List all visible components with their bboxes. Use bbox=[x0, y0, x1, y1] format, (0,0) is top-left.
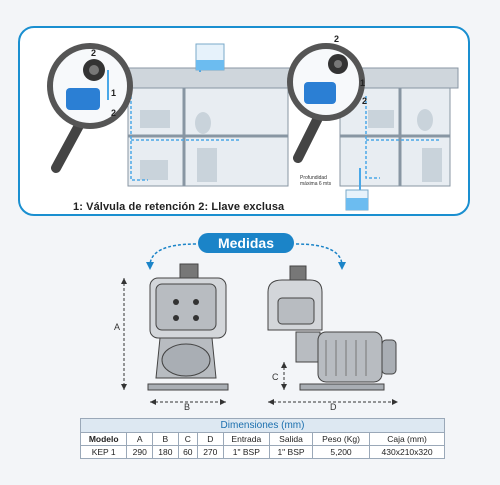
callout-right-2a: 2 bbox=[334, 34, 339, 44]
toilet-icon bbox=[417, 109, 433, 131]
left-house: 2 1 2 bbox=[47, 43, 301, 187]
cell-salida: 1" BSP bbox=[269, 445, 313, 459]
cell-caja: 430x210x320 bbox=[369, 445, 445, 459]
washer-icon bbox=[197, 148, 217, 182]
installation-legend: 1: Válvula de retención 2: Llave exclusa bbox=[73, 201, 285, 213]
header-caja: Caja (mm) bbox=[369, 432, 445, 446]
medidas-arrow-left bbox=[149, 243, 197, 267]
header-c: C bbox=[177, 432, 198, 446]
cell-modelo: KEP 1 bbox=[79, 445, 128, 459]
medidas-arrow-right bbox=[295, 243, 343, 267]
dimension-d-label: D bbox=[330, 402, 337, 412]
cell-b: 180 bbox=[152, 445, 179, 459]
sink-icon bbox=[140, 160, 168, 180]
dimension-a-label: A bbox=[114, 322, 120, 332]
header-modelo: Modelo bbox=[79, 432, 128, 446]
cell-d: 270 bbox=[196, 445, 224, 459]
callout-right-1: 1 bbox=[360, 78, 365, 88]
deep-well-note-line2: máxima 6 mts bbox=[300, 181, 332, 187]
table-title-row: Dimensiones (mm) bbox=[80, 418, 445, 433]
dimensions-table: Dimensiones (mm) Modelo A B C D Entrada … bbox=[79, 418, 445, 459]
deep-well-note: Profundidad máxima 6 mts bbox=[300, 175, 331, 187]
header-d: D bbox=[196, 432, 224, 446]
washer-icon bbox=[422, 148, 442, 182]
magnifier-handle-icon bbox=[293, 113, 323, 163]
right-house: 2 1 2 bbox=[287, 34, 459, 211]
table-title: Dimensiones (mm) bbox=[80, 418, 445, 433]
dimension-b-label: B bbox=[184, 402, 190, 412]
callout-left-2b: 2 bbox=[111, 108, 116, 118]
pump-front-view bbox=[147, 263, 229, 391]
pump-icon bbox=[304, 82, 336, 104]
header-peso: Peso (Kg) bbox=[311, 432, 371, 446]
magnifier-handle-icon bbox=[51, 115, 87, 173]
header-a: A bbox=[126, 432, 154, 446]
cell-peso: 5,200 bbox=[311, 445, 371, 459]
dimension-c-label: C bbox=[272, 372, 279, 382]
callout-right-2b: 2 bbox=[362, 96, 367, 106]
deep-well-note-line1: Profundidad bbox=[300, 175, 327, 181]
callout-left-2a: 2 bbox=[91, 48, 96, 58]
table-row: KEP 1 290 180 60 270 1" BSP 1" BSP 5,200… bbox=[79, 445, 445, 459]
toilet-icon bbox=[195, 112, 211, 134]
cell-c: 60 bbox=[177, 445, 198, 459]
header-b: B bbox=[152, 432, 179, 446]
medidas-badge: Medidas bbox=[198, 233, 294, 253]
header-salida: Salida bbox=[269, 432, 313, 446]
pump-icon bbox=[66, 88, 100, 110]
header-entrada: Entrada bbox=[222, 432, 271, 446]
cell-a: 290 bbox=[126, 445, 154, 459]
magnifier-icon bbox=[47, 43, 133, 129]
bathtub-icon bbox=[140, 110, 170, 128]
callout-left-1: 1 bbox=[111, 88, 116, 98]
bathtub-icon bbox=[368, 110, 394, 128]
cell-entrada: 1" BSP bbox=[222, 445, 271, 459]
table-header-row: Modelo A B C D Entrada Salida Peso (Kg) … bbox=[79, 432, 445, 446]
pump-side-view bbox=[267, 265, 397, 391]
